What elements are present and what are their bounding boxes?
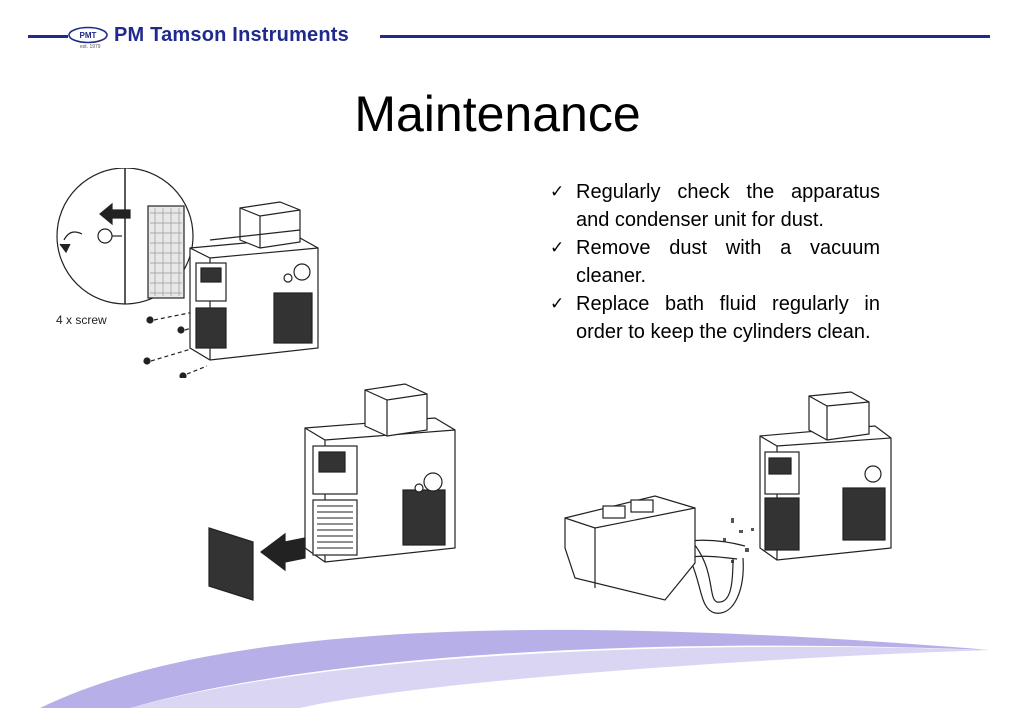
decorative-swoosh [40,629,990,708]
checkmark-icon: ✓ [550,294,565,314]
panel-removal-illustration: 4 x screw [56,168,319,378]
vacuum-cleaner-illustration [564,391,892,618]
slide-header: PMT est. 1979 PM Tamson Instruments [0,22,1023,52]
screw-label: 4 x screw [56,313,107,327]
bullet-text: Replace bath fluid regularly in order to… [576,293,880,343]
logo-badge-text: PMT [80,31,97,40]
logo-badge-subtext: est. 1979 [80,44,101,50]
bullet-text: Remove dust with a vacuum cleaner. [576,237,880,287]
header-rule-right [380,35,990,38]
brand-name: PM Tamson Instruments [114,24,349,46]
bullet-item: ✓ Replace bath fluid regularly in order … [550,290,880,346]
bullet-text: Regularly check the apparatus and conden… [576,181,880,231]
slide-title: Maintenance [354,86,641,142]
pmt-logo-icon: PMT [68,26,108,44]
bullet-item: ✓ Remove dust with a vacuum cleaner. [550,234,880,290]
header-rule-left [28,35,68,38]
checkmark-icon: ✓ [550,238,565,258]
checkmark-icon: ✓ [550,182,565,202]
bullet-list: ✓ Regularly check the apparatus and cond… [550,178,880,346]
filter-grille-illustration [208,383,456,601]
bullet-item: ✓ Regularly check the apparatus and cond… [550,178,880,234]
